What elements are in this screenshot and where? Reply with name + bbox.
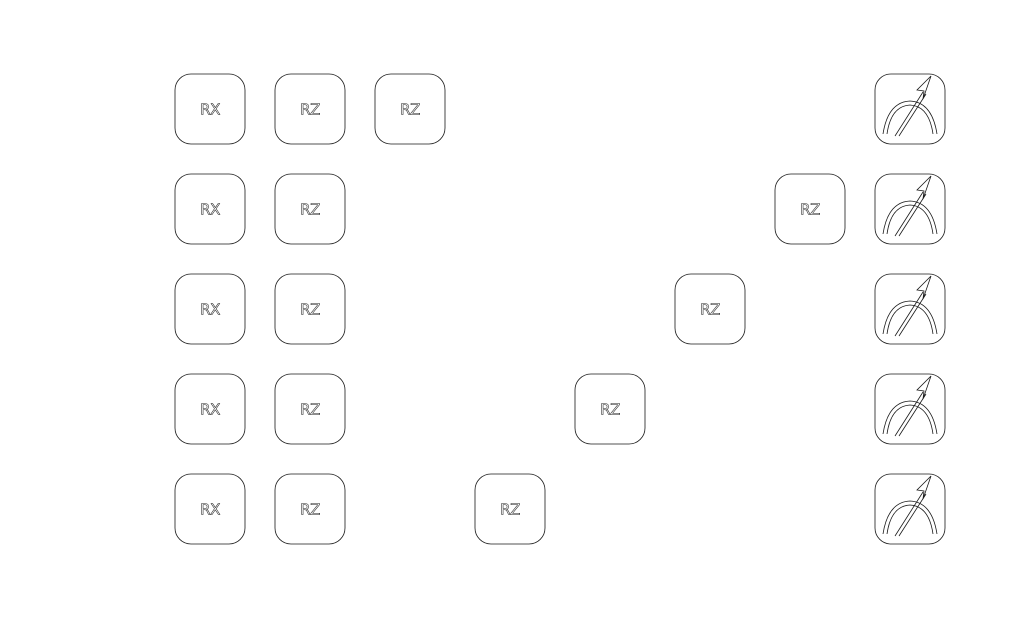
gate-box: [174, 373, 246, 445]
measurement-meter-icon: [882, 75, 938, 137]
gate-rz: RZ: [374, 73, 446, 145]
measurement-box: [874, 73, 946, 145]
gate-box: [274, 173, 346, 245]
gate-label: RX: [200, 401, 220, 419]
gate-box: [274, 473, 346, 545]
gate-label: RX: [200, 301, 220, 319]
gate-rz: RZ: [274, 473, 346, 545]
gate-label: RZ: [500, 501, 520, 519]
gate-label: RZ: [300, 201, 320, 219]
gate-rx: RX: [174, 73, 246, 145]
gate-label: RZ: [300, 401, 320, 419]
gate-label: RZ: [300, 301, 320, 319]
gate-label: RX: [200, 101, 220, 119]
gate-box: [174, 173, 246, 245]
gate-label: RZ: [600, 401, 620, 419]
gate-label: RZ: [300, 101, 320, 119]
measurement-gate: [874, 473, 946, 545]
gates-layer: RX RZ RZ RX RZ RZ RX RZ RZ RX RZ RZ RX RZ RZ: [174, 73, 846, 545]
gate-box: [274, 273, 346, 345]
gate-box: [174, 273, 246, 345]
measurement-meter-icon: [882, 275, 938, 337]
gate-box: [274, 73, 346, 145]
measurement-box: [874, 473, 946, 545]
gate-rx: RX: [174, 373, 246, 445]
gate-rz: RZ: [774, 173, 846, 245]
gate-box: [174, 73, 246, 145]
gate-label: RZ: [800, 201, 820, 219]
measurement-meter-icon: [882, 175, 938, 237]
gate-label: RX: [200, 501, 220, 519]
measurement-box: [874, 273, 946, 345]
measurement-gate: [874, 73, 946, 145]
measurement-box: [874, 173, 946, 245]
gate-rz: RZ: [574, 373, 646, 445]
gate-rx: RX: [174, 273, 246, 345]
gate-box: [374, 73, 446, 145]
measurement-gate: [874, 173, 946, 245]
gate-box: [574, 373, 646, 445]
gate-rz: RZ: [274, 373, 346, 445]
gate-box: [274, 373, 346, 445]
gate-rz: RZ: [274, 173, 346, 245]
gate-box: [674, 273, 746, 345]
gate-rz: RZ: [274, 273, 346, 345]
gate-rz: RZ: [674, 273, 746, 345]
measurements-layer: [874, 73, 946, 545]
measurement-meter-icon: [882, 375, 938, 437]
gate-label: RX: [200, 201, 220, 219]
gate-rz: RZ: [474, 473, 546, 545]
gate-box: [474, 473, 546, 545]
gate-box: [174, 473, 246, 545]
gate-label: RZ: [400, 101, 420, 119]
gate-label: RZ: [700, 301, 720, 319]
gate-label: RZ: [300, 501, 320, 519]
measurement-meter-icon: [882, 475, 938, 537]
gate-rx: RX: [174, 473, 246, 545]
measurement-gate: [874, 373, 946, 445]
gate-rx: RX: [174, 173, 246, 245]
gate-rz: RZ: [274, 73, 346, 145]
measurement-box: [874, 373, 946, 445]
measurement-gate: [874, 273, 946, 345]
gate-box: [774, 173, 846, 245]
